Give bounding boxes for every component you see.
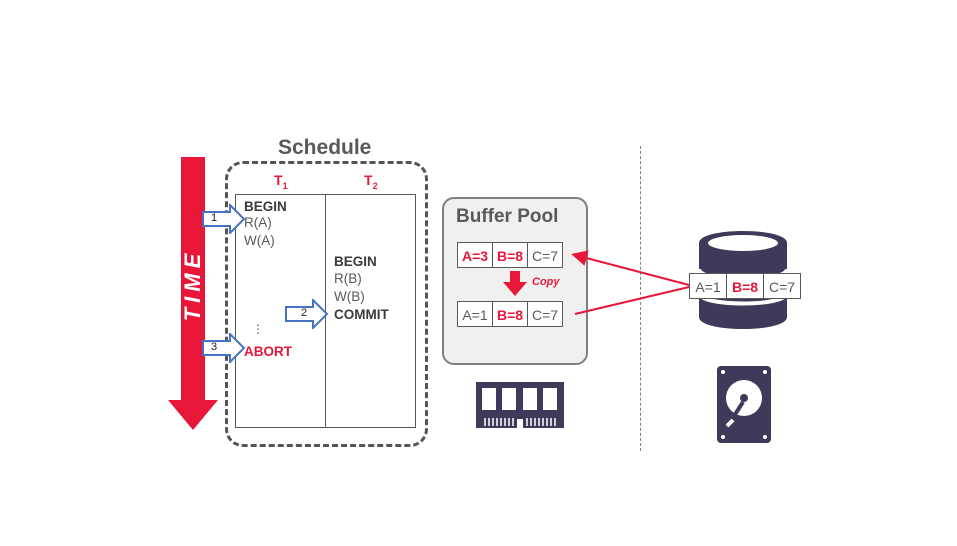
buffer-cell-a-copy: A=1 <box>457 301 493 327</box>
buffer-page-modified: A=3 B=8 C=7 <box>457 242 563 268</box>
t2-write-b: W(B) <box>334 289 365 304</box>
disk-cell-b: B=8 <box>726 273 764 299</box>
time-arrow-shaft <box>181 157 205 400</box>
step-2-number: 2 <box>300 307 308 319</box>
buffer-cell-c-copy: C=7 <box>527 301 563 327</box>
step-1-number: 1 <box>210 212 218 224</box>
step-1-arrow <box>202 204 246 234</box>
t1-write-a: W(A) <box>244 233 275 248</box>
disk-cell-c: C=7 <box>763 273 801 299</box>
disk-cell-a: A=1 <box>689 273 727 299</box>
buffer-cell-b-copy: B=8 <box>492 301 528 327</box>
txn-header-t1: T1 <box>274 172 288 191</box>
time-label: TIME <box>180 248 205 322</box>
memory-disk-separator <box>640 146 641 451</box>
buffer-cell-b-modified: B=8 <box>492 242 528 268</box>
schedule-column-divider <box>325 194 326 428</box>
buffer-cell-c-modified: C=7 <box>527 242 563 268</box>
buffer-cell-a-modified: A=3 <box>457 242 493 268</box>
disk-to-buffer-line <box>571 250 690 286</box>
hard-drive-icon <box>717 366 771 443</box>
t2-commit: COMMIT <box>334 307 389 322</box>
step-2-arrow <box>285 299 329 329</box>
time-arrow-head <box>168 400 218 430</box>
schedule-frame <box>225 161 428 447</box>
copy-label: Copy <box>532 276 560 288</box>
t1-read-a: R(A) <box>244 215 272 230</box>
t2-read-b: R(B) <box>334 271 362 286</box>
copy-down-arrow-icon <box>503 271 527 296</box>
txn-header-t2: T2 <box>364 172 378 191</box>
t2-begin: BEGIN <box>334 254 377 269</box>
t1-begin: BEGIN <box>244 199 287 214</box>
buffer-to-disk-line <box>574 286 690 315</box>
t1-abort: ABORT <box>244 344 292 359</box>
step-3-arrow <box>202 333 246 363</box>
memory-chip-icon <box>476 382 564 431</box>
step-3-number: 3 <box>210 341 218 353</box>
buffer-page-copy: A=1 B=8 C=7 <box>457 301 563 327</box>
buffer-pool-title: Buffer Pool <box>456 206 559 227</box>
t1-ellipsis: ⋮ <box>252 322 264 336</box>
disk-page: A=1 B=8 C=7 <box>689 273 801 299</box>
schedule-title: Schedule <box>278 136 372 159</box>
